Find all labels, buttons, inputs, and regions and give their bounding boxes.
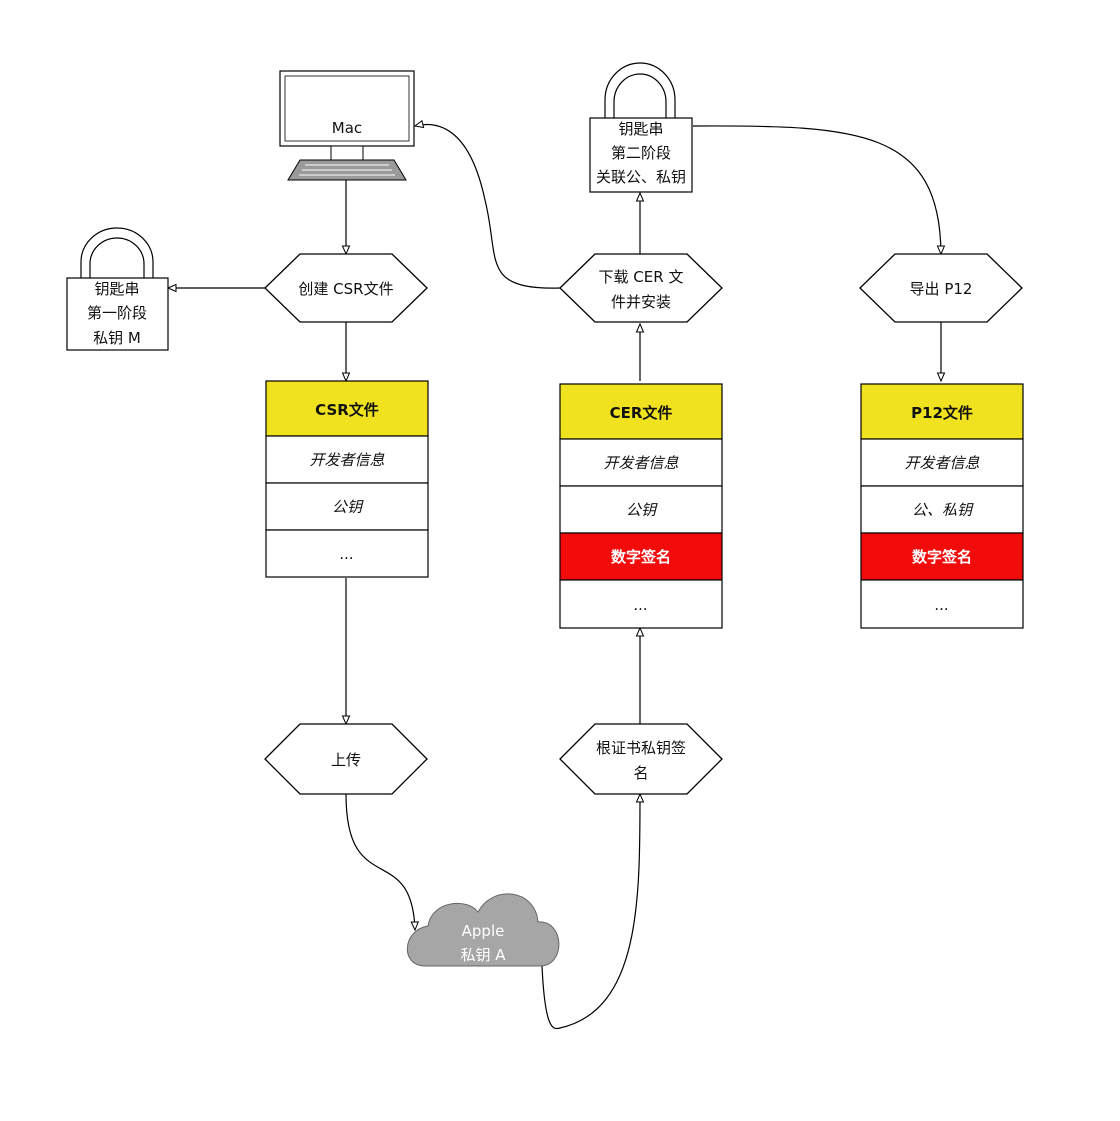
edge-lock2-to-export-p12 [692,125,941,254]
p12-table-title: P12文件 [911,404,973,422]
cer-row-3-signature: 数字签名 [611,548,671,566]
cer-table-title: CER文件 [610,404,673,422]
upload-label: 上传 [331,751,361,769]
download-cer-line-1: 下载 CER 文 [599,268,684,286]
connectors [168,125,941,1030]
cer-row-1: 开发者信息 [603,454,678,472]
table-p12-file: P12文件 开发者信息 公、私钥 数字签名 ... [860,383,1024,629]
cer-row-2: 公钥 [626,501,658,519]
process-upload: 上传 [264,723,428,795]
edge-upload-to-cloud [345,793,415,930]
lock2-line-1: 钥匙串 [618,120,663,138]
table-cer-file: CER文件 开发者信息 公钥 数字签名 ... [559,383,723,629]
cloud-line-2: 私钥 A [460,946,506,964]
mac-label: Mac [332,119,362,137]
mac-computer-icon: Mac [279,70,415,181]
csr-row-3: ... [340,545,354,563]
edge-cloud-to-root-sign [541,794,640,1030]
lock2-line-2: 第二阶段 [611,144,671,162]
root-sign-line-2: 名 [633,764,648,782]
process-download-cer: 下载 CER 文 件并安装 [559,253,723,323]
create-csr-label: 创建 CSR文件 [298,280,393,298]
root-sign-line-1: 根证书私钥签 [596,739,686,757]
cloud-line-1: Apple [462,922,505,940]
csr-table-title: CSR文件 [315,401,379,419]
lock1-line-2: 第一阶段 [87,304,147,322]
lock1-line-3: 私钥 M [93,329,141,347]
process-export-p12: 导出 P12 [859,253,1023,323]
export-p12-label: 导出 P12 [910,280,973,298]
process-create-csr: 创建 CSR文件 [264,253,428,323]
process-root-sign: 根证书私钥签 名 [559,723,723,795]
table-csr-file: CSR文件 开发者信息 公钥 ... [265,380,429,578]
p12-row-4: ... [935,596,949,614]
p12-row-3-signature: 数字签名 [912,548,972,566]
p12-row-1: 开发者信息 [904,454,979,472]
download-cer-line-2: 件并安装 [611,293,671,311]
cer-row-4: ... [634,596,648,614]
p12-row-2: 公、私钥 [912,501,974,519]
keychain-lock-stage2: 钥匙串 第二阶段 关联公、私钥 [589,62,693,193]
edge-download-to-mac [415,125,561,289]
csr-row-2: 公钥 [332,498,364,516]
csr-row-1: 开发者信息 [309,451,384,469]
lock2-line-3: 关联公、私钥 [596,168,686,186]
apple-cloud: Apple 私钥 A [406,893,560,967]
keychain-lock-stage1: 钥匙串 第一阶段 私钥 M [66,227,169,351]
lock1-line-1: 钥匙串 [94,280,139,298]
